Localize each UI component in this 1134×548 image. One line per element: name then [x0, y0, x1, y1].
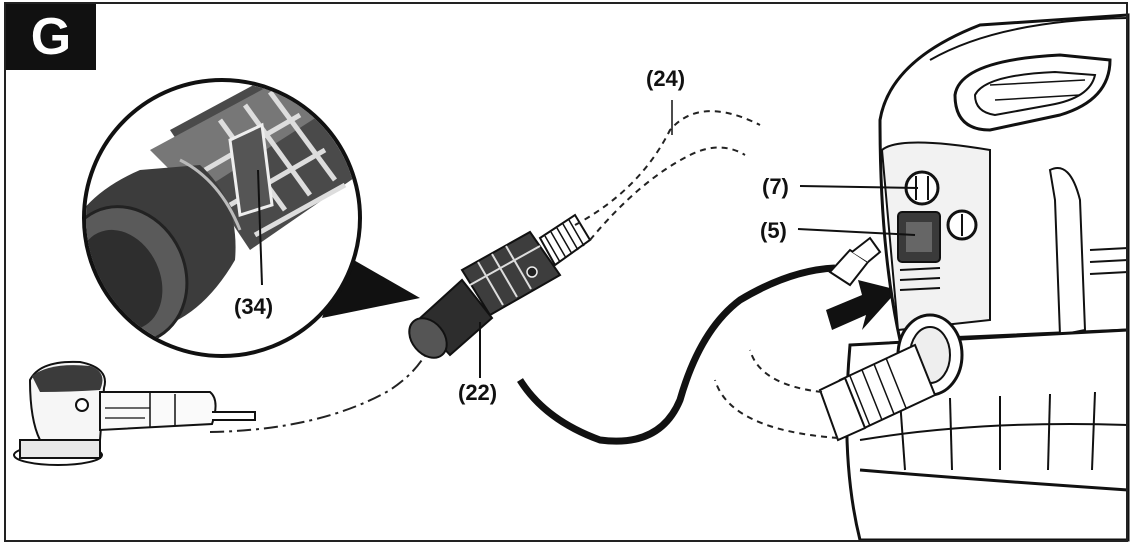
callout-22: (22): [458, 380, 498, 405]
figure-letter-badge: G: [6, 4, 96, 70]
callout-24: (24): [646, 66, 686, 91]
vacuum-cleaner: [714, 13, 1130, 542]
figure-border: [4, 2, 1128, 542]
insert-arrow: [826, 280, 898, 330]
callout-7: (7): [762, 174, 789, 199]
callout-34: (34): [234, 294, 274, 319]
callout-5: (5): [760, 218, 787, 243]
power-cord: [517, 236, 882, 445]
sander-illustration: [13, 360, 256, 466]
adapter-22: [408, 213, 592, 378]
